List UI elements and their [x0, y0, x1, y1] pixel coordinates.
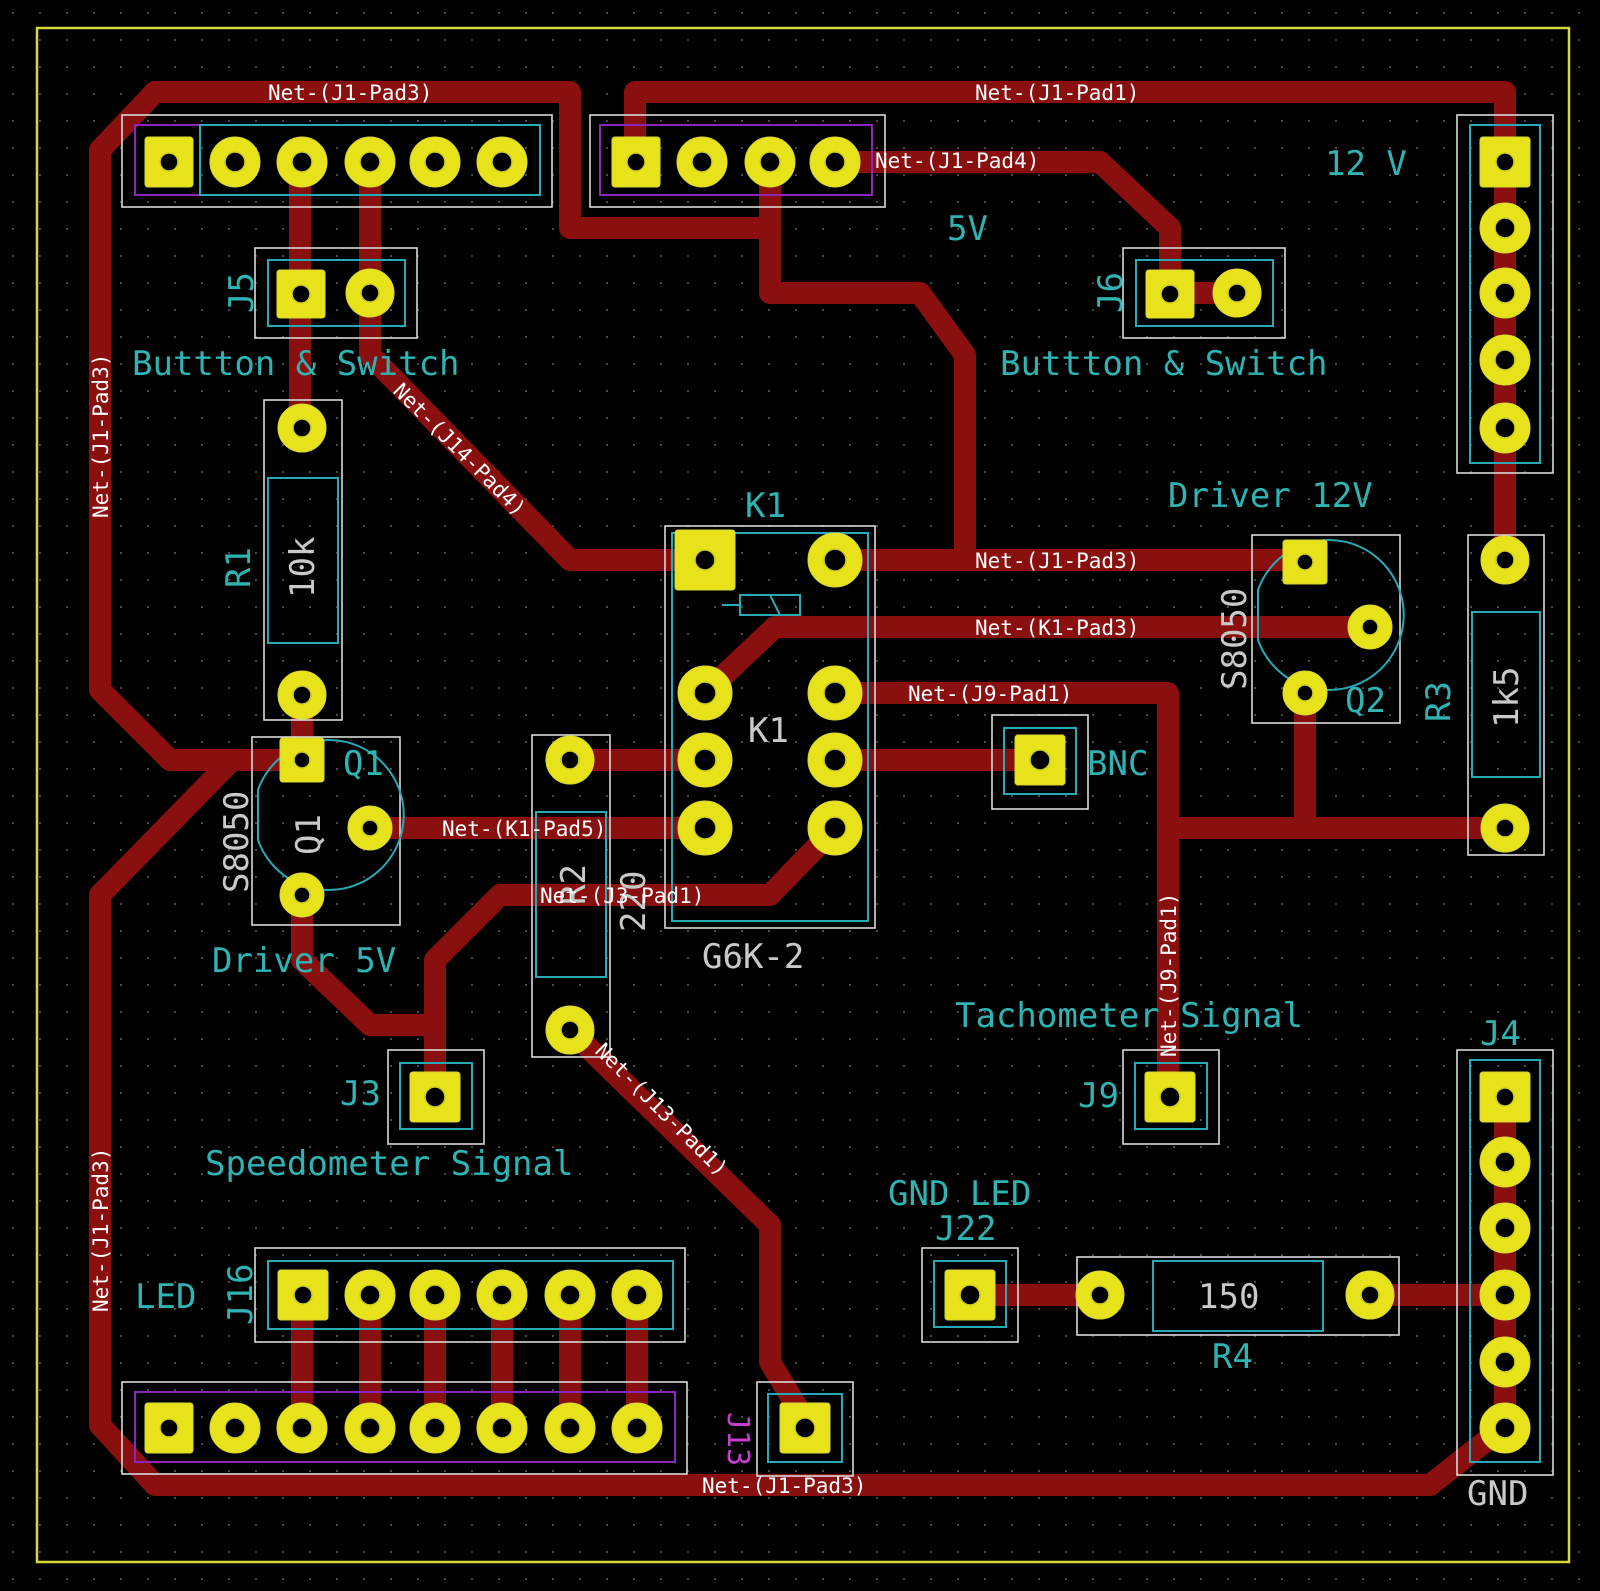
- j5-ref: J5: [222, 272, 262, 313]
- r1-ref: R1: [219, 547, 259, 588]
- q1-part: S8050: [217, 791, 257, 893]
- r4-ref: R4: [1212, 1337, 1253, 1377]
- five-v-label: 5V: [947, 209, 988, 249]
- q2-part: S8050: [1215, 588, 1255, 690]
- k1-ref: K1: [745, 486, 786, 526]
- j22-ref: J22: [935, 1209, 996, 1249]
- board-edge: [35, 26, 1571, 1564]
- drill-holes: [159, 151, 1516, 1439]
- net-label: Net-(K1-Pad5): [442, 817, 606, 841]
- j4-ref: J4: [1480, 1014, 1521, 1054]
- net-label: Net-(J1-Pad3): [702, 1474, 866, 1498]
- net-label: Net-(J1-Pad4): [875, 149, 1039, 173]
- j9-ref: J9: [1078, 1076, 1119, 1116]
- driver-12v-label: Driver 12V: [1168, 476, 1373, 516]
- q1-ref: Q1: [343, 744, 384, 784]
- net-label: Net-(J9-Pad1): [1157, 893, 1181, 1057]
- net-label: Net-(J9-Pad1): [908, 682, 1072, 706]
- r2-value: 220: [614, 871, 654, 932]
- footprint-outlines: [121, 114, 1554, 1477]
- gnd-led-label: GND LED: [888, 1174, 1031, 1214]
- net-label: Net-(K1-Pad3): [975, 616, 1139, 640]
- tachometer-label: Tachometer Signal: [955, 996, 1303, 1036]
- j6-value: Buttton & Switch: [1000, 344, 1328, 384]
- speedometer-label: Speedometer Signal: [205, 1144, 573, 1184]
- j13-ref: J13: [720, 1412, 755, 1466]
- r2-body: R2: [554, 864, 594, 905]
- net-label: Net-(J1-Pad3): [89, 354, 113, 518]
- gnd-label: GND: [1467, 1474, 1528, 1514]
- net-label: Net-(J1-Pad3): [268, 81, 432, 105]
- net-label: Net-(J1-Pad1): [975, 81, 1139, 105]
- r3-value: 1k5: [1487, 667, 1527, 728]
- k1-value: G6K-2: [702, 937, 804, 977]
- net-label: Net-(J1-Pad3): [89, 1148, 113, 1312]
- silkscreen-labels: J5 Buttton & Switch J6 Buttton & Switch …: [132, 144, 1528, 1514]
- q2-ref: Q2: [1345, 681, 1386, 721]
- r1-value: 10k: [283, 537, 323, 598]
- driver-5v-label: Driver 5V: [212, 941, 396, 981]
- q1-body: Q1: [289, 814, 329, 855]
- r4-value: 150: [1198, 1277, 1259, 1317]
- led-label: LED: [135, 1277, 196, 1317]
- j6-ref: J6: [1091, 272, 1131, 313]
- k1-body: K1: [748, 711, 789, 751]
- net-label: Net-(J3-Pad1): [540, 884, 704, 908]
- j5-value: Buttton & Switch: [132, 344, 460, 384]
- j16-ref: J16: [221, 1264, 261, 1325]
- twelve-v-label: 12 V: [1325, 144, 1407, 184]
- traces: [89, 81, 1521, 1496]
- net-label: Net-(J1-Pad3): [975, 549, 1139, 573]
- r3-ref: R3: [1419, 681, 1459, 722]
- j3-ref: J3: [340, 1074, 381, 1114]
- bnc-label: BNC: [1087, 744, 1148, 784]
